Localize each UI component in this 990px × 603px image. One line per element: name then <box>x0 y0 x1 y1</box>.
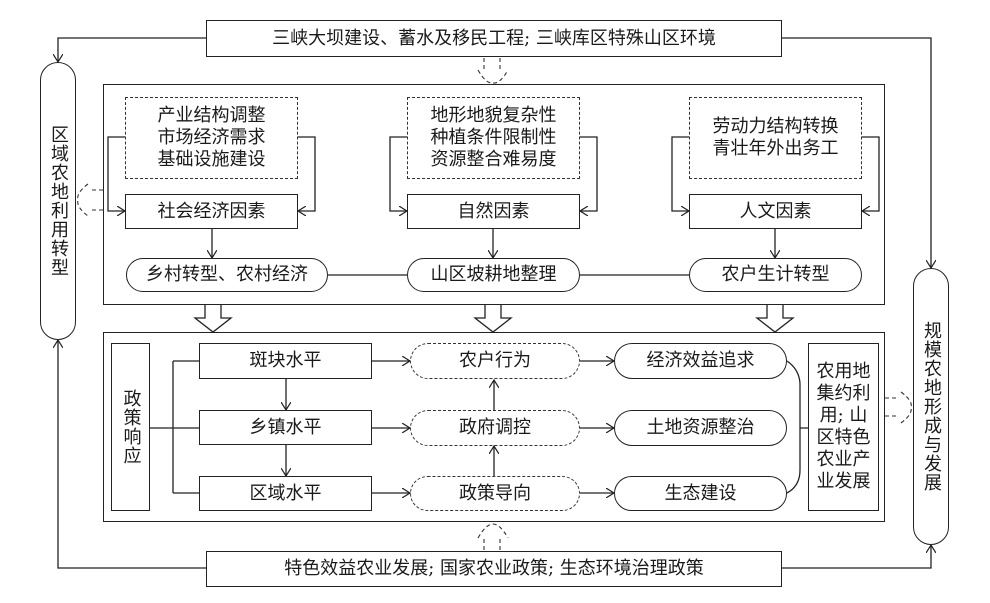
result-text: 农用地集约利用; 山区特色农业产业发展 <box>816 361 871 492</box>
col2-factor-text: 自然因素 <box>457 200 530 222</box>
col1-drivers-text: 产业结构调整 市场经济需求 基础设施建设 <box>157 105 266 170</box>
col3-outcome-text: 农户生计转型 <box>721 264 830 285</box>
top-to-right-capsule-arrow <box>782 37 931 268</box>
bottom-to-right-capsule-arrow <box>782 545 931 569</box>
left-dashed-feedback <box>77 183 103 217</box>
col1-outcome-pill: 乡村转型、农村经济 <box>126 258 328 292</box>
policy-response-bracket <box>150 360 199 494</box>
col3-drivers-box: 劳动力结构转换 青壮年外出务工 <box>689 97 862 179</box>
actor-policy-guidance: 政策导向 <box>410 476 580 511</box>
col1-outcome-text: 乡村转型、农村经济 <box>146 264 308 285</box>
block-arrow-right <box>755 305 795 333</box>
col2-drivers-text: 地形地貌复杂性 种植条件限制性 资源整合难易度 <box>430 105 557 170</box>
upper-panel-factors <box>103 84 885 305</box>
col3-left-bracket <box>671 136 689 211</box>
col3-drivers-text: 劳动力结构转换 青壮年外出务工 <box>712 116 839 159</box>
col1-left-bracket <box>107 136 125 211</box>
col2-outcome-text: 山区坡耕地整理 <box>430 264 557 285</box>
level-text: 乡镇水平 <box>249 416 322 438</box>
top-to-left-capsule-arrow <box>58 37 206 62</box>
policy-response-text: 政策响应 <box>120 389 142 465</box>
actor-farmer-behavior: 农户行为 <box>410 343 580 379</box>
col2-drivers-box: 地形地貌复杂性 种植条件限制性 资源整合难易度 <box>407 97 580 179</box>
level-box-patch: 斑块水平 <box>199 343 372 379</box>
goal-ecological-construction: 生态建设 <box>614 476 787 511</box>
right-capsule-text: 规模农地形成与发展 <box>921 321 942 492</box>
bottom-to-left-capsule-arrow <box>58 340 206 569</box>
level-box-township: 乡镇水平 <box>199 410 372 445</box>
block-arrow-left <box>193 305 233 333</box>
goal-economic-benefit: 经济效益追求 <box>614 343 787 379</box>
actor-government-regulation: 政府调控 <box>410 410 580 446</box>
actor-text: 农户行为 <box>459 350 531 371</box>
bottom-dashed-feedback <box>477 523 509 550</box>
right-capsule-scale-farmland: 规模农地形成与发展 <box>913 268 949 545</box>
bottom-context-box: 特色效益农业发展; 国家农业政策; 生态环境治理政策 <box>206 551 782 587</box>
goal-land-remediation: 土地资源整治 <box>614 410 787 446</box>
bottom-context-text: 特色效益农业发展; 国家农业政策; 生态环境治理政策 <box>284 558 704 579</box>
right-dashed-feedback <box>885 391 912 424</box>
top-dashed-feedback <box>477 58 509 84</box>
level-text: 斑块水平 <box>249 350 322 371</box>
col2-factor-box: 自然因素 <box>407 194 580 229</box>
col3-factor-text: 人文因素 <box>739 200 812 222</box>
top-context-box: 三峡大坝建设、蓄水及移民工程; 三峡库区特殊山区环境 <box>206 20 782 57</box>
col3-right-bracket <box>862 136 880 211</box>
lower-panel-policy <box>103 332 885 522</box>
col2-left-bracket <box>389 136 407 211</box>
policy-response-box: 政策响应 <box>111 343 150 511</box>
goal-text: 土地资源整治 <box>646 417 755 438</box>
goal-text: 经济效益追求 <box>646 350 755 371</box>
col2-outcome-pill: 山区坡耕地整理 <box>407 258 580 292</box>
goals-merge-bracket <box>786 360 808 494</box>
col3-outcome-pill: 农户生计转型 <box>689 258 862 292</box>
level-box-region: 区域水平 <box>199 476 372 511</box>
goal-text: 生态建设 <box>664 482 737 504</box>
col3-factor-box: 人文因素 <box>689 194 862 229</box>
left-capsule-regional-transition: 区域农地利用转型 <box>40 62 76 340</box>
actor-text: 政府调控 <box>459 417 531 438</box>
col1-factor-box: 社会经济因素 <box>125 194 298 229</box>
result-box: 农用地集约利用; 山区特色农业产业发展 <box>808 343 879 511</box>
level-text: 区域水平 <box>249 482 322 504</box>
left-capsule-text: 区域农地利用转型 <box>48 125 69 277</box>
col1-right-bracket <box>298 136 316 211</box>
col1-factor-text: 社会经济因素 <box>157 200 266 222</box>
top-context-text: 三峡大坝建设、蓄水及移民工程; 三峡库区特殊山区环境 <box>272 27 716 49</box>
block-arrow-center <box>473 305 513 333</box>
col2-right-bracket <box>580 136 598 211</box>
actor-text: 政策导向 <box>459 482 531 504</box>
col1-drivers-box: 产业结构调整 市场经济需求 基础设施建设 <box>125 97 298 179</box>
